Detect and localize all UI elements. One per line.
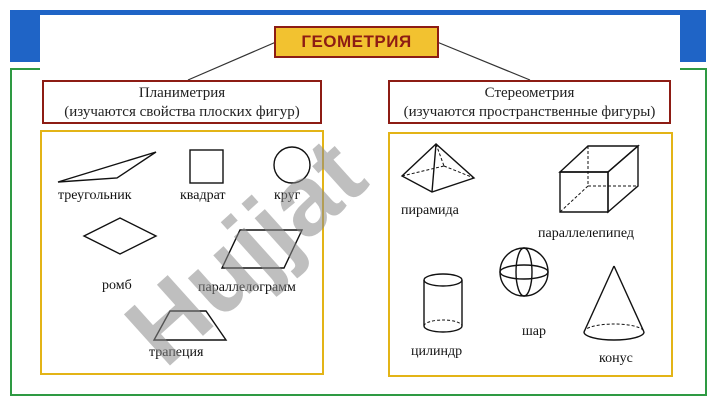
pyramid-shape (400, 143, 476, 193)
geometry-title: ГЕОМЕТРИЯ (274, 26, 439, 58)
cylinder-shape (423, 273, 463, 333)
circle-shape (273, 146, 311, 184)
label-rhombus: ромб (102, 278, 132, 293)
planimetry-box: Планиметрия (изучаются свойства плоских … (42, 80, 322, 124)
parallelogram-shape (220, 229, 304, 269)
connector-right (436, 41, 531, 81)
planimetry-panel (40, 130, 324, 375)
label-sphere: шар (522, 324, 546, 339)
label-pyramid: пирамида (401, 203, 459, 218)
planimetry-heading: Планиметрия (138, 85, 226, 101)
planimetry-subheading: (изучаются свойства плоских фигур) (64, 104, 300, 120)
cone-shape (583, 265, 645, 341)
parallelepiped-shape (558, 144, 640, 214)
connector-left (187, 41, 277, 81)
stereometry-subheading: (изучаются пространственные фигуры) (403, 104, 656, 120)
sphere-shape (499, 247, 549, 297)
label-cylinder: цилиндр (411, 344, 463, 359)
rhombus-shape (82, 217, 158, 255)
label-parallelepiped: параллелепипед (538, 226, 635, 241)
label-triangle: треугольник (58, 188, 132, 203)
square-shape (189, 149, 224, 184)
stereometry-box: Стереометрия (изучаются пространственные… (388, 80, 671, 124)
label-parallelogram: параллелограмм (198, 280, 296, 295)
trapezoid-shape (152, 310, 228, 341)
label-trapezoid: трапеция (149, 345, 204, 360)
label-cone: конус (599, 351, 633, 366)
label-square: квадрат (180, 188, 226, 203)
triangle-shape (57, 151, 157, 183)
stereometry-heading: Стереометрия (484, 85, 575, 101)
stereometry-panel (388, 132, 673, 377)
plane-figures (57, 146, 311, 341)
label-circle: круг (274, 188, 301, 203)
solid-figures (400, 143, 645, 341)
